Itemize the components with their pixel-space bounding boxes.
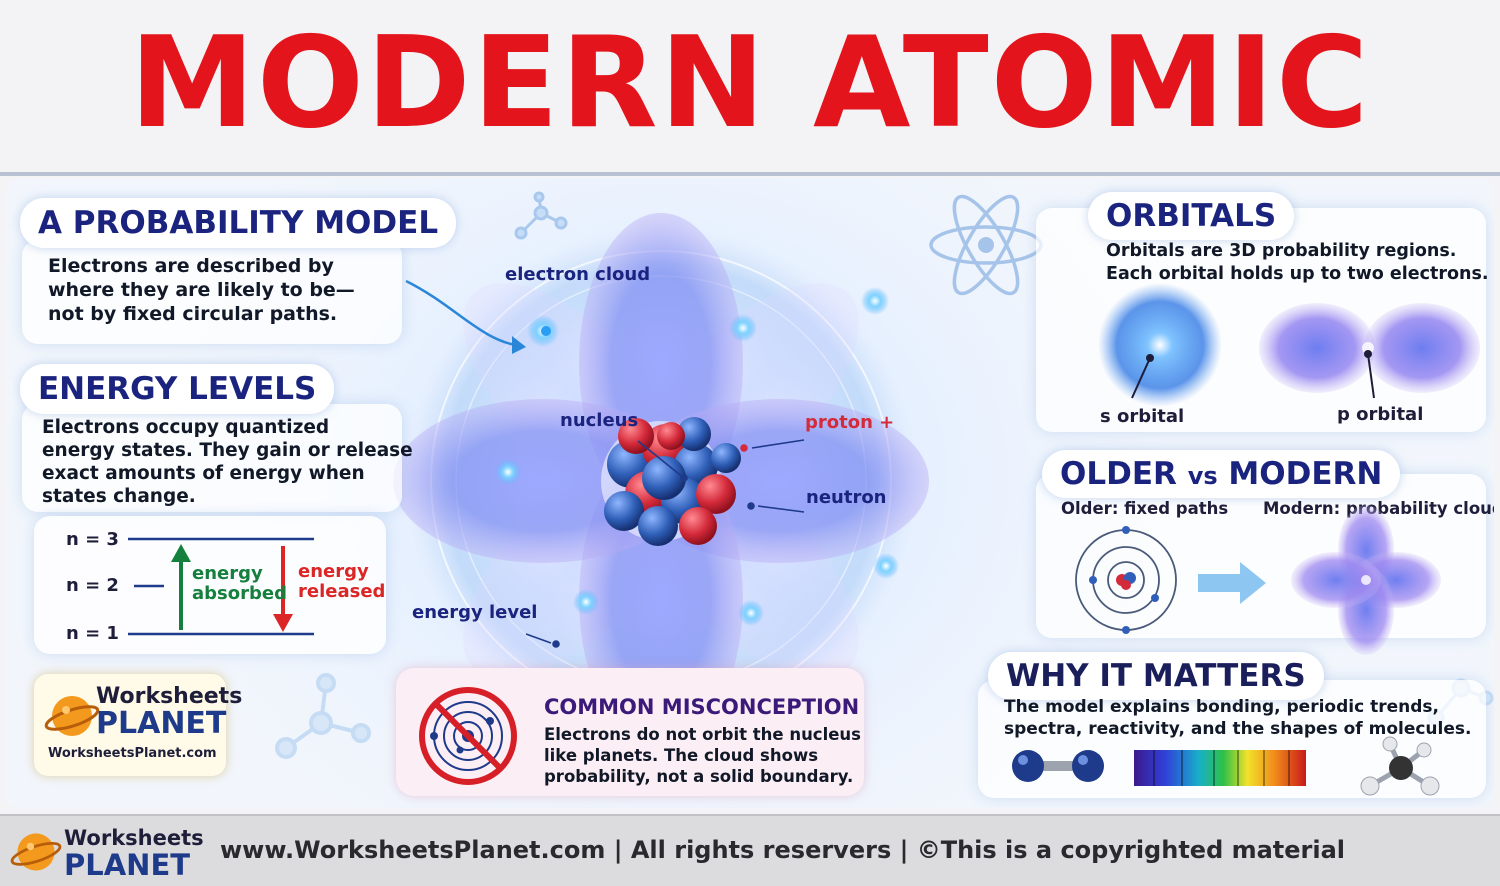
energy-level-lines: [128, 537, 314, 636]
footer-logo-word1: Worksheets: [64, 826, 204, 850]
probability-heading: A PROBABILITY MODEL: [20, 198, 457, 248]
energy-panel: [22, 404, 402, 512]
level-n2: n = 2: [66, 575, 119, 596]
nucleus-cluster: [604, 417, 741, 546]
energy-heading: ENERGY LEVELS: [20, 364, 335, 414]
probability-heading-word1: A PROBABILITY: [38, 205, 304, 241]
p-orbital-image: [1259, 303, 1480, 399]
right-arrow-icon: [1198, 562, 1266, 604]
footer-logo[interactable]: Worksheets PLANET: [10, 822, 210, 882]
energy-absorbed-label: energy absorbed: [192, 563, 287, 604]
orbitals-text: Orbitals are 3D probability regions. Eac…: [1106, 241, 1489, 284]
modern-label: Modern: probability clouds: [1263, 499, 1494, 518]
footer: Worksheets PLANET www.WorksheetsPlanet.c…: [0, 814, 1500, 886]
energy-text: Electrons occupy quantized energy states…: [42, 417, 413, 507]
molecule-bond-icon: [1012, 750, 1104, 782]
p-orbital-label: p orbital: [1337, 404, 1424, 425]
probability-text: Electrons are described by where they ar…: [48, 255, 355, 325]
level-n3: n = 3: [66, 529, 119, 550]
energy-released-label: energy released: [298, 561, 386, 602]
footer-text: www.WorksheetsPlanet.com | All rights re…: [220, 836, 1346, 864]
infographic-main: electron cloud nucleus proton + neutron …: [6, 178, 1494, 808]
atom-diagram: [393, 213, 929, 749]
spectrum-icon: [1134, 750, 1306, 786]
logo-word2: PLANET: [96, 706, 227, 741]
modern-heading-word: MODERN: [1228, 456, 1383, 492]
logo-word1: Worksheets: [96, 684, 243, 709]
older-label: Older: fixed paths: [1061, 499, 1229, 518]
misconception-text: Electrons do not orbit the nucleus like …: [544, 725, 862, 786]
old-orbit-model: [1075, 526, 1177, 634]
molecule-icon: [514, 191, 568, 240]
orbitals-heading: ORBITALS: [1088, 192, 1295, 240]
atom-icon: [929, 194, 1043, 296]
title-bar: MODERN ATOMIC MODEL: [0, 0, 1500, 306]
why-text: The model explains bonding, periodic tre…: [1004, 697, 1472, 739]
neutron-label: neutron: [806, 487, 887, 508]
s-orbital-label: s orbital: [1100, 406, 1185, 427]
modern-cloud-model: [1291, 505, 1441, 655]
planet-icon: [10, 833, 62, 871]
footer-logo-word2: PLANET: [64, 848, 191, 882]
electron-cloud-label: electron cloud: [505, 264, 651, 285]
probability-panel: [22, 240, 402, 344]
proton-label: proton +: [805, 412, 895, 433]
logo-url: WorksheetsPlanet.com: [48, 746, 217, 761]
no-orbit-icon: [419, 687, 517, 785]
why-heading: WHY IT MATTERS: [988, 652, 1324, 700]
probability-heading-word2: MODEL: [314, 205, 439, 241]
planet-icon: [44, 696, 100, 736]
misconception-heading: COMMON MISCONCEPTION: [544, 695, 860, 719]
methane-molecule-icon: [1360, 736, 1440, 796]
older-heading-word: OLDER: [1060, 456, 1177, 492]
nucleus-label: nucleus: [560, 410, 639, 431]
s-orbital-image: [1098, 283, 1222, 407]
vs-heading-word: vs: [1187, 462, 1218, 490]
level-n1: n = 1: [66, 623, 119, 644]
molecule-icon: [275, 673, 371, 759]
energy-level-label: energy level: [412, 602, 538, 623]
worksheets-planet-logo[interactable]: Worksheets PLANET WorksheetsPlanet.com: [34, 674, 242, 776]
older-modern-heading: OLDER vs MODERN: [1042, 450, 1401, 498]
electron-glows: [495, 287, 899, 626]
